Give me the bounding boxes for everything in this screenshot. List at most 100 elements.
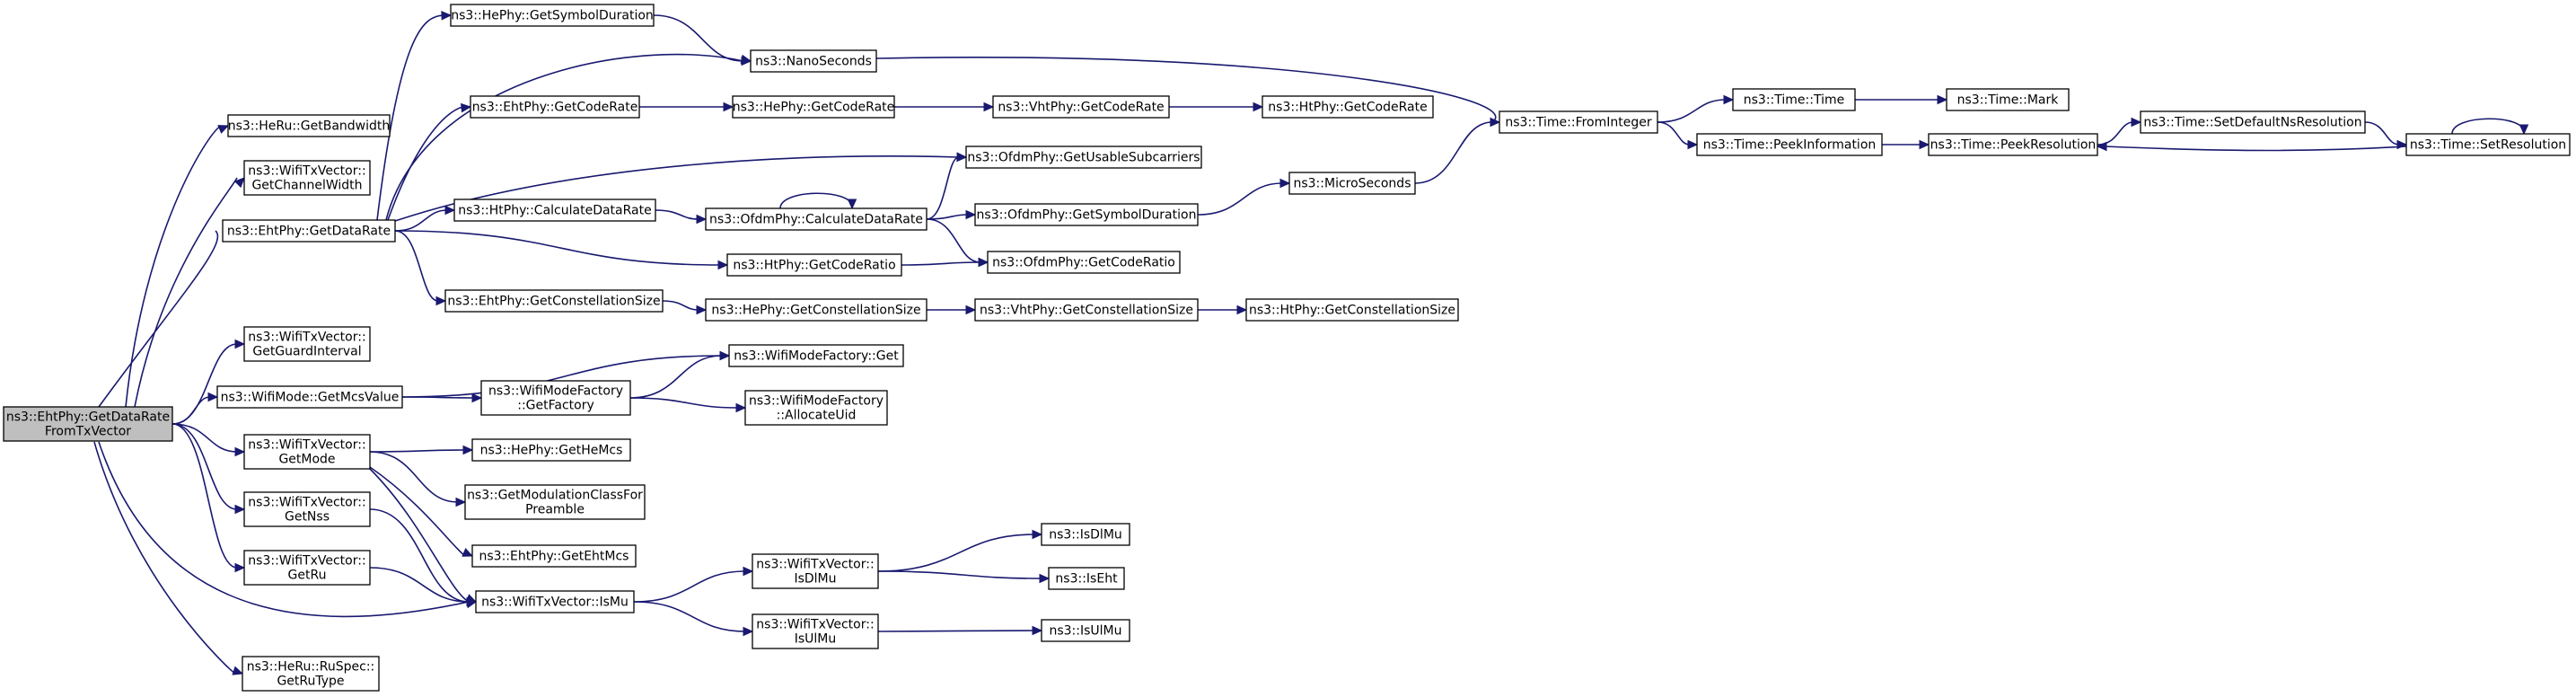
node-box bbox=[470, 95, 640, 119]
arrowhead-icon bbox=[466, 596, 478, 607]
edge-txv_isdlmu-to-iseht bbox=[877, 570, 1051, 584]
node-nano[interactable]: ns3::NanoSeconds bbox=[750, 49, 877, 73]
node-he_mcs[interactable]: ns3::HePhy::GetHeMcs bbox=[471, 438, 631, 462]
edge-txv_mode-to-eht_mcs bbox=[369, 466, 474, 557]
node-micro[interactable]: ns3::MicroSeconds bbox=[1288, 172, 1416, 195]
node-ht_cdr[interactable]: ns3::HtPhy::CalculateDataRate bbox=[453, 199, 656, 222]
arrowhead-icon bbox=[1937, 94, 1948, 105]
node-box bbox=[227, 114, 391, 137]
node-he_cr[interactable]: ns3::HePhy::GetCodeRate bbox=[732, 95, 895, 119]
node-he_cs[interactable]: ns3::HePhy::GetConstellationSize bbox=[705, 298, 928, 322]
node-eht_cs[interactable]: ns3::EhtPhy::GetConstellationSize bbox=[444, 289, 664, 313]
node-box bbox=[242, 656, 380, 692]
edge-txv_ismu-to-txv_isdlmu bbox=[633, 566, 754, 603]
edge-peekres-to-setdef bbox=[2097, 117, 2142, 146]
node-box bbox=[1696, 133, 1883, 156]
edge-path bbox=[2364, 121, 2400, 146]
node-he_sym[interactable]: ns3::HePhy::GetSymbolDuration bbox=[450, 4, 655, 27]
arrowhead-icon bbox=[2096, 141, 2107, 152]
node-label: ns3::HeRu::RuSpec:: bbox=[247, 660, 375, 675]
node-vht_cr[interactable]: ns3::VhtPhy::GetCodeRate bbox=[992, 95, 1170, 119]
node-txv_mode[interactable]: ns3::WifiTxVector::GetMode bbox=[243, 434, 371, 470]
node-eht_gdr[interactable]: ns3::EhtPhy::GetDataRate bbox=[222, 219, 396, 243]
edge-eht_gdr-to-eht_cs bbox=[394, 230, 447, 306]
edge-wmf_gf-to-wmf_au bbox=[629, 397, 747, 413]
node-ht_cr[interactable]: ns3::HtPhy::GetCodeRate bbox=[1262, 95, 1434, 119]
node-label: ns3::WifiTxVector:: bbox=[248, 331, 365, 345]
edge-wm_mcs-to-wmf_gf bbox=[401, 393, 483, 403]
edge-ht_cdr-to-ofdm_cdr bbox=[655, 209, 708, 225]
edge-path bbox=[376, 14, 444, 221]
node-iseht[interactable]: ns3::IsEht bbox=[1048, 567, 1125, 590]
node-txv_isdlmu[interactable]: ns3::WifiTxVector::IsDlMu bbox=[752, 553, 879, 589]
node-setres[interactable]: ns3::Time::SetResolution bbox=[2405, 133, 2571, 156]
node-box bbox=[243, 160, 371, 196]
node-eht_mcs[interactable]: ns3::EhtPhy::GetEhtMcs bbox=[471, 544, 637, 568]
arrowhead-icon bbox=[2519, 124, 2529, 136]
node-label: ns3::HeRu::GetBandwidth bbox=[228, 119, 391, 134]
node-fromint[interactable]: ns3::Time::FromInteger bbox=[1499, 110, 1658, 134]
edge-path bbox=[401, 355, 723, 398]
node-peekinfo[interactable]: ns3::Time::PeekInformation bbox=[1696, 133, 1883, 156]
node-ht_cs[interactable]: ns3::HtPhy::GetConstellationSize bbox=[1245, 298, 1459, 322]
node-heru_bw[interactable]: ns3::HeRu::GetBandwidth bbox=[227, 114, 391, 137]
edge-root-to-txv_nss bbox=[171, 423, 246, 515]
node-label: ns3::WifiModeFactory::Get bbox=[734, 349, 899, 364]
node-vht_cs[interactable]: ns3::VhtPhy::GetConstellationSize bbox=[974, 298, 1199, 322]
node-time_mark[interactable]: ns3::Time::Mark bbox=[1946, 88, 2070, 111]
node-ofdm_cdr[interactable]: ns3::OfdmPhy::CalculateDataRate bbox=[705, 207, 928, 231]
edge-path bbox=[171, 423, 238, 453]
node-isulmu[interactable]: ns3::IsUlMu bbox=[1041, 619, 1130, 642]
node-box bbox=[1262, 95, 1434, 119]
arrowhead-icon bbox=[1032, 529, 1043, 540]
node-label: ns3::HePhy::GetHeMcs bbox=[480, 444, 623, 458]
node-label: ns3::VhtPhy::GetConstellationSize bbox=[980, 304, 1193, 318]
edge-root-to-heru_bw bbox=[125, 125, 230, 408]
node-peekres[interactable]: ns3::Time::PeekResolution bbox=[1928, 133, 2098, 156]
edge-setdef-to-setres bbox=[2364, 121, 2408, 150]
node-wm_mcs[interactable]: ns3::WifiMode::GetMcsValue bbox=[216, 385, 403, 409]
node-label: ns3::MicroSeconds bbox=[1293, 177, 1411, 191]
node-ht_crat[interactable]: ns3::HtPhy::GetCodeRatio bbox=[726, 253, 902, 277]
node-label: ns3::HtPhy::GetCodeRate bbox=[1268, 101, 1427, 115]
node-wmf_gf[interactable]: ns3::WifiModeFactory::GetFactory bbox=[480, 380, 631, 416]
node-label: ::AllocateUid bbox=[777, 409, 857, 423]
node-txv_cw[interactable]: ns3::WifiTxVector::GetChannelWidth bbox=[243, 160, 371, 196]
arrowhead-icon bbox=[1253, 101, 1264, 112]
node-txv_ru[interactable]: ns3::WifiTxVector::GetRu bbox=[243, 550, 371, 586]
node-label: ns3::Time::Time bbox=[1744, 93, 1844, 108]
node-label: ns3::GetModulationClassFor bbox=[467, 489, 643, 503]
edge-txv_nss-to-txv_ismu bbox=[369, 508, 478, 607]
node-ofdm_sd[interactable]: ns3::OfdmPhy::GetSymbolDuration bbox=[974, 203, 1199, 226]
node-ofdm_crat[interactable]: ns3::OfdmPhy::GetCodeRatio bbox=[987, 251, 1181, 274]
node-wmf_au[interactable]: ns3::WifiModeFactory::AllocateUid bbox=[744, 390, 888, 426]
node-ofdm_us[interactable]: ns3::OfdmPhy::GetUsableSubcarriers bbox=[965, 146, 1202, 169]
edge-eht_cs-to-he_cs bbox=[662, 300, 708, 315]
edge-root-to-txv_cw bbox=[134, 177, 245, 408]
node-txv_ismu[interactable]: ns3::WifiTxVector::IsMu bbox=[475, 590, 635, 613]
arrowhead-icon bbox=[723, 101, 734, 112]
node-time_time[interactable]: ns3::Time::Time bbox=[1732, 88, 1856, 111]
edge-eht_gdr-to-eht_cr bbox=[387, 102, 472, 221]
node-txv_isulmu[interactable]: ns3::WifiTxVector::IsUlMu bbox=[752, 613, 879, 649]
arrowhead-icon bbox=[1687, 139, 1699, 150]
arrowhead-icon bbox=[978, 257, 989, 268]
node-txv_gi[interactable]: ns3::WifiTxVector::GetGuardInterval bbox=[243, 326, 371, 362]
node-label: ns3::WifiTxVector:: bbox=[248, 496, 365, 510]
node-rusp_type[interactable]: ns3::HeRu::RuSpec::GetRuType bbox=[242, 656, 380, 692]
arrowhead-icon bbox=[441, 11, 453, 21]
node-label: ns3::IsEht bbox=[1055, 572, 1118, 587]
node-eht_cr[interactable]: ns3::EhtPhy::GetCodeRate bbox=[470, 95, 640, 119]
node-label: ns3::Time::SetResolution bbox=[2410, 138, 2566, 153]
node-txv_nss[interactable]: ns3::WifiTxVector::GetNss bbox=[243, 491, 371, 527]
node-label: ns3::EhtPhy::GetEhtMcs bbox=[479, 550, 629, 564]
edge-txv_isdlmu-to-isdlmu bbox=[877, 529, 1043, 572]
node-isdlmu[interactable]: ns3::IsDlMu bbox=[1041, 523, 1130, 546]
edge-root-to-wm_mcs bbox=[171, 392, 219, 425]
node-box bbox=[726, 253, 902, 277]
edge-path bbox=[171, 423, 238, 510]
node-setdef[interactable]: ns3::Time::SetDefaultNsResolution bbox=[2140, 110, 2366, 134]
node-wmf_get[interactable]: ns3::WifiModeFactory::Get bbox=[728, 344, 904, 367]
